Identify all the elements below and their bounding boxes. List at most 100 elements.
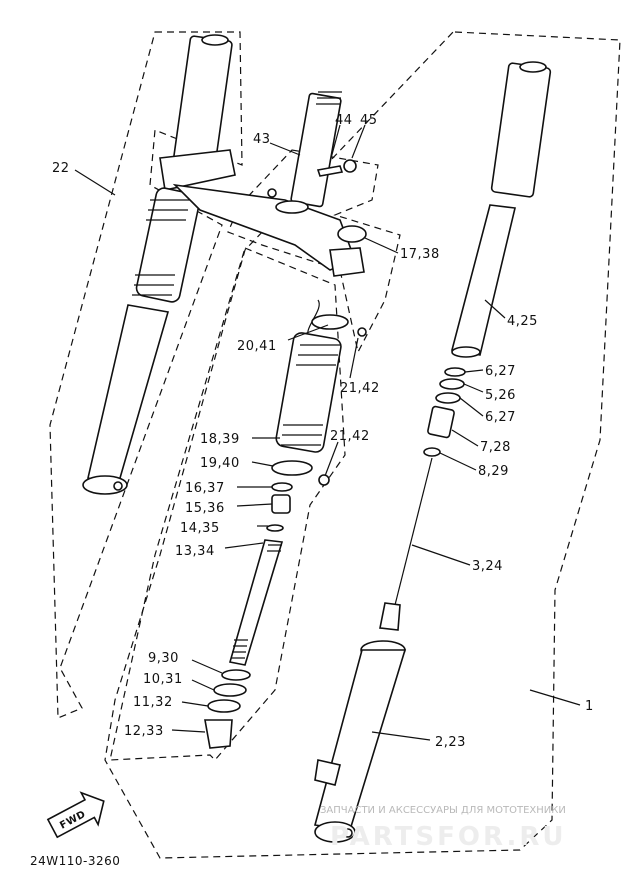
leader-1 xyxy=(529,689,581,706)
ring-6b xyxy=(435,392,461,404)
leader-19-40 xyxy=(251,461,274,467)
right-axle-end xyxy=(314,821,356,843)
callout-15-36: 15,36 xyxy=(185,501,225,516)
right-fork-group-outline xyxy=(104,29,621,859)
fwd-arrow-shape xyxy=(46,791,105,839)
leader-20-41 xyxy=(287,324,329,341)
callout-22: 22 xyxy=(52,161,70,176)
leader-6-27b xyxy=(459,397,484,417)
callout-labels: 22 43 44 45 17,38 20,41 21,42 18,39 21,4… xyxy=(52,113,594,750)
left-fork-boot-ribs xyxy=(132,199,190,296)
leader-22 xyxy=(74,169,116,196)
rod-3 xyxy=(394,457,433,606)
callout-45: 45 xyxy=(360,113,378,128)
leader-12-33 xyxy=(171,729,206,733)
washer-14 xyxy=(266,524,284,532)
callout-44: 44 xyxy=(335,113,353,128)
steering-stem-assembly xyxy=(172,91,367,277)
callout-8-29: 8,29 xyxy=(478,464,509,479)
callout-3-24: 3,24 xyxy=(472,559,503,574)
fwd-arrow: FWD xyxy=(46,791,105,839)
bolt-21a xyxy=(357,327,367,337)
washer-9 xyxy=(221,669,251,681)
rod-3-bottom xyxy=(379,602,401,631)
leader-21-42b xyxy=(324,441,339,477)
leader-13-34 xyxy=(224,542,264,549)
center-fork-assembly xyxy=(204,299,367,749)
callout-12-33: 12,33 xyxy=(124,724,164,739)
drawing-code: 24W110-3260 xyxy=(30,854,120,868)
bolt-21b xyxy=(318,474,330,486)
right-axle-hole xyxy=(343,828,353,838)
center-fork-boot-ribs xyxy=(281,344,340,446)
callout-7-28: 7,28 xyxy=(480,440,511,455)
damper-rod-spring xyxy=(231,544,282,659)
callout-43: 43 xyxy=(253,132,271,147)
leader-44 xyxy=(329,124,341,163)
callout-1: 1 xyxy=(585,699,594,714)
leader-7-28 xyxy=(451,429,479,447)
callout-10-31: 10,31 xyxy=(143,672,183,687)
washer-45 xyxy=(343,159,357,173)
right-fork-assembly xyxy=(313,61,552,843)
seal-10 xyxy=(213,683,247,697)
center-group-outline xyxy=(109,247,346,761)
under-bracket xyxy=(172,183,357,271)
callout-5-26: 5,26 xyxy=(485,388,516,403)
leader-3-24 xyxy=(411,544,471,566)
leader-4-25 xyxy=(484,299,506,319)
inner-tube-4-bottom xyxy=(451,346,481,358)
piston-7 xyxy=(427,405,455,439)
left-fork-boot xyxy=(135,187,201,303)
leader-15-36 xyxy=(236,503,273,507)
right-fork-tube-top xyxy=(519,61,547,73)
leader-6-27a xyxy=(464,369,484,373)
callout-16-37: 16,37 xyxy=(185,481,225,496)
left-fork-assembly xyxy=(82,34,236,495)
left-fork-group-outline xyxy=(49,31,243,719)
left-fork-outer-tube xyxy=(87,304,170,486)
callout-9-30: 9,30 xyxy=(148,651,179,666)
inner-tube-4 xyxy=(451,204,516,356)
dust-seal-20 xyxy=(311,314,349,330)
steering-group-outline xyxy=(227,149,401,354)
caliper-mount xyxy=(314,759,341,786)
ring-6a xyxy=(444,367,466,377)
watermark-tagline: ЗАПЧАСТИ И АКСЕССУАРЫ ДЛЯ МОТОТЕХНИКИ xyxy=(320,805,566,816)
ring-19 xyxy=(271,460,313,476)
leader-11-32 xyxy=(181,701,209,707)
cap-17 xyxy=(337,225,367,243)
leader-8-29 xyxy=(439,452,477,471)
spacer-15 xyxy=(271,494,291,514)
right-fork-cap-tube xyxy=(490,62,552,198)
under-bracket-bolt xyxy=(267,188,277,198)
bolt-44 xyxy=(316,165,344,177)
callout-21-42b: 21,42 xyxy=(330,429,370,444)
ring-8 xyxy=(423,447,441,457)
callout-18-39: 18,39 xyxy=(200,432,240,447)
callout-4-25: 4,25 xyxy=(507,314,538,329)
group-outlines xyxy=(49,29,621,859)
callout-20-41: 20,41 xyxy=(237,339,277,354)
callout-6-27a: 6,27 xyxy=(485,364,516,379)
callout-13-34: 13,34 xyxy=(175,544,215,559)
center-fork-boot xyxy=(275,332,342,453)
callout-14-35: 14,35 xyxy=(180,521,220,536)
callout-2-23: 2,23 xyxy=(435,735,466,750)
leader-lines xyxy=(74,124,581,741)
ring-5 xyxy=(439,378,465,390)
outer-tube-2 xyxy=(313,649,407,831)
left-fork-tube-top xyxy=(201,34,229,46)
left-fork-axle-hole xyxy=(113,481,123,491)
leader-2-23 xyxy=(371,731,431,741)
clip-16 xyxy=(271,482,293,492)
callout-21-42a: 21,42 xyxy=(340,381,380,396)
pinch-clamp xyxy=(329,247,365,277)
leader-9-30 xyxy=(191,659,223,674)
leader-21-42a xyxy=(349,337,359,379)
left-upper-clamp xyxy=(159,149,236,191)
watermark-logo: PARTSFOR.RU xyxy=(330,822,566,852)
callout-11-32: 11,32 xyxy=(133,695,173,710)
steering-stem-thread xyxy=(316,91,342,105)
